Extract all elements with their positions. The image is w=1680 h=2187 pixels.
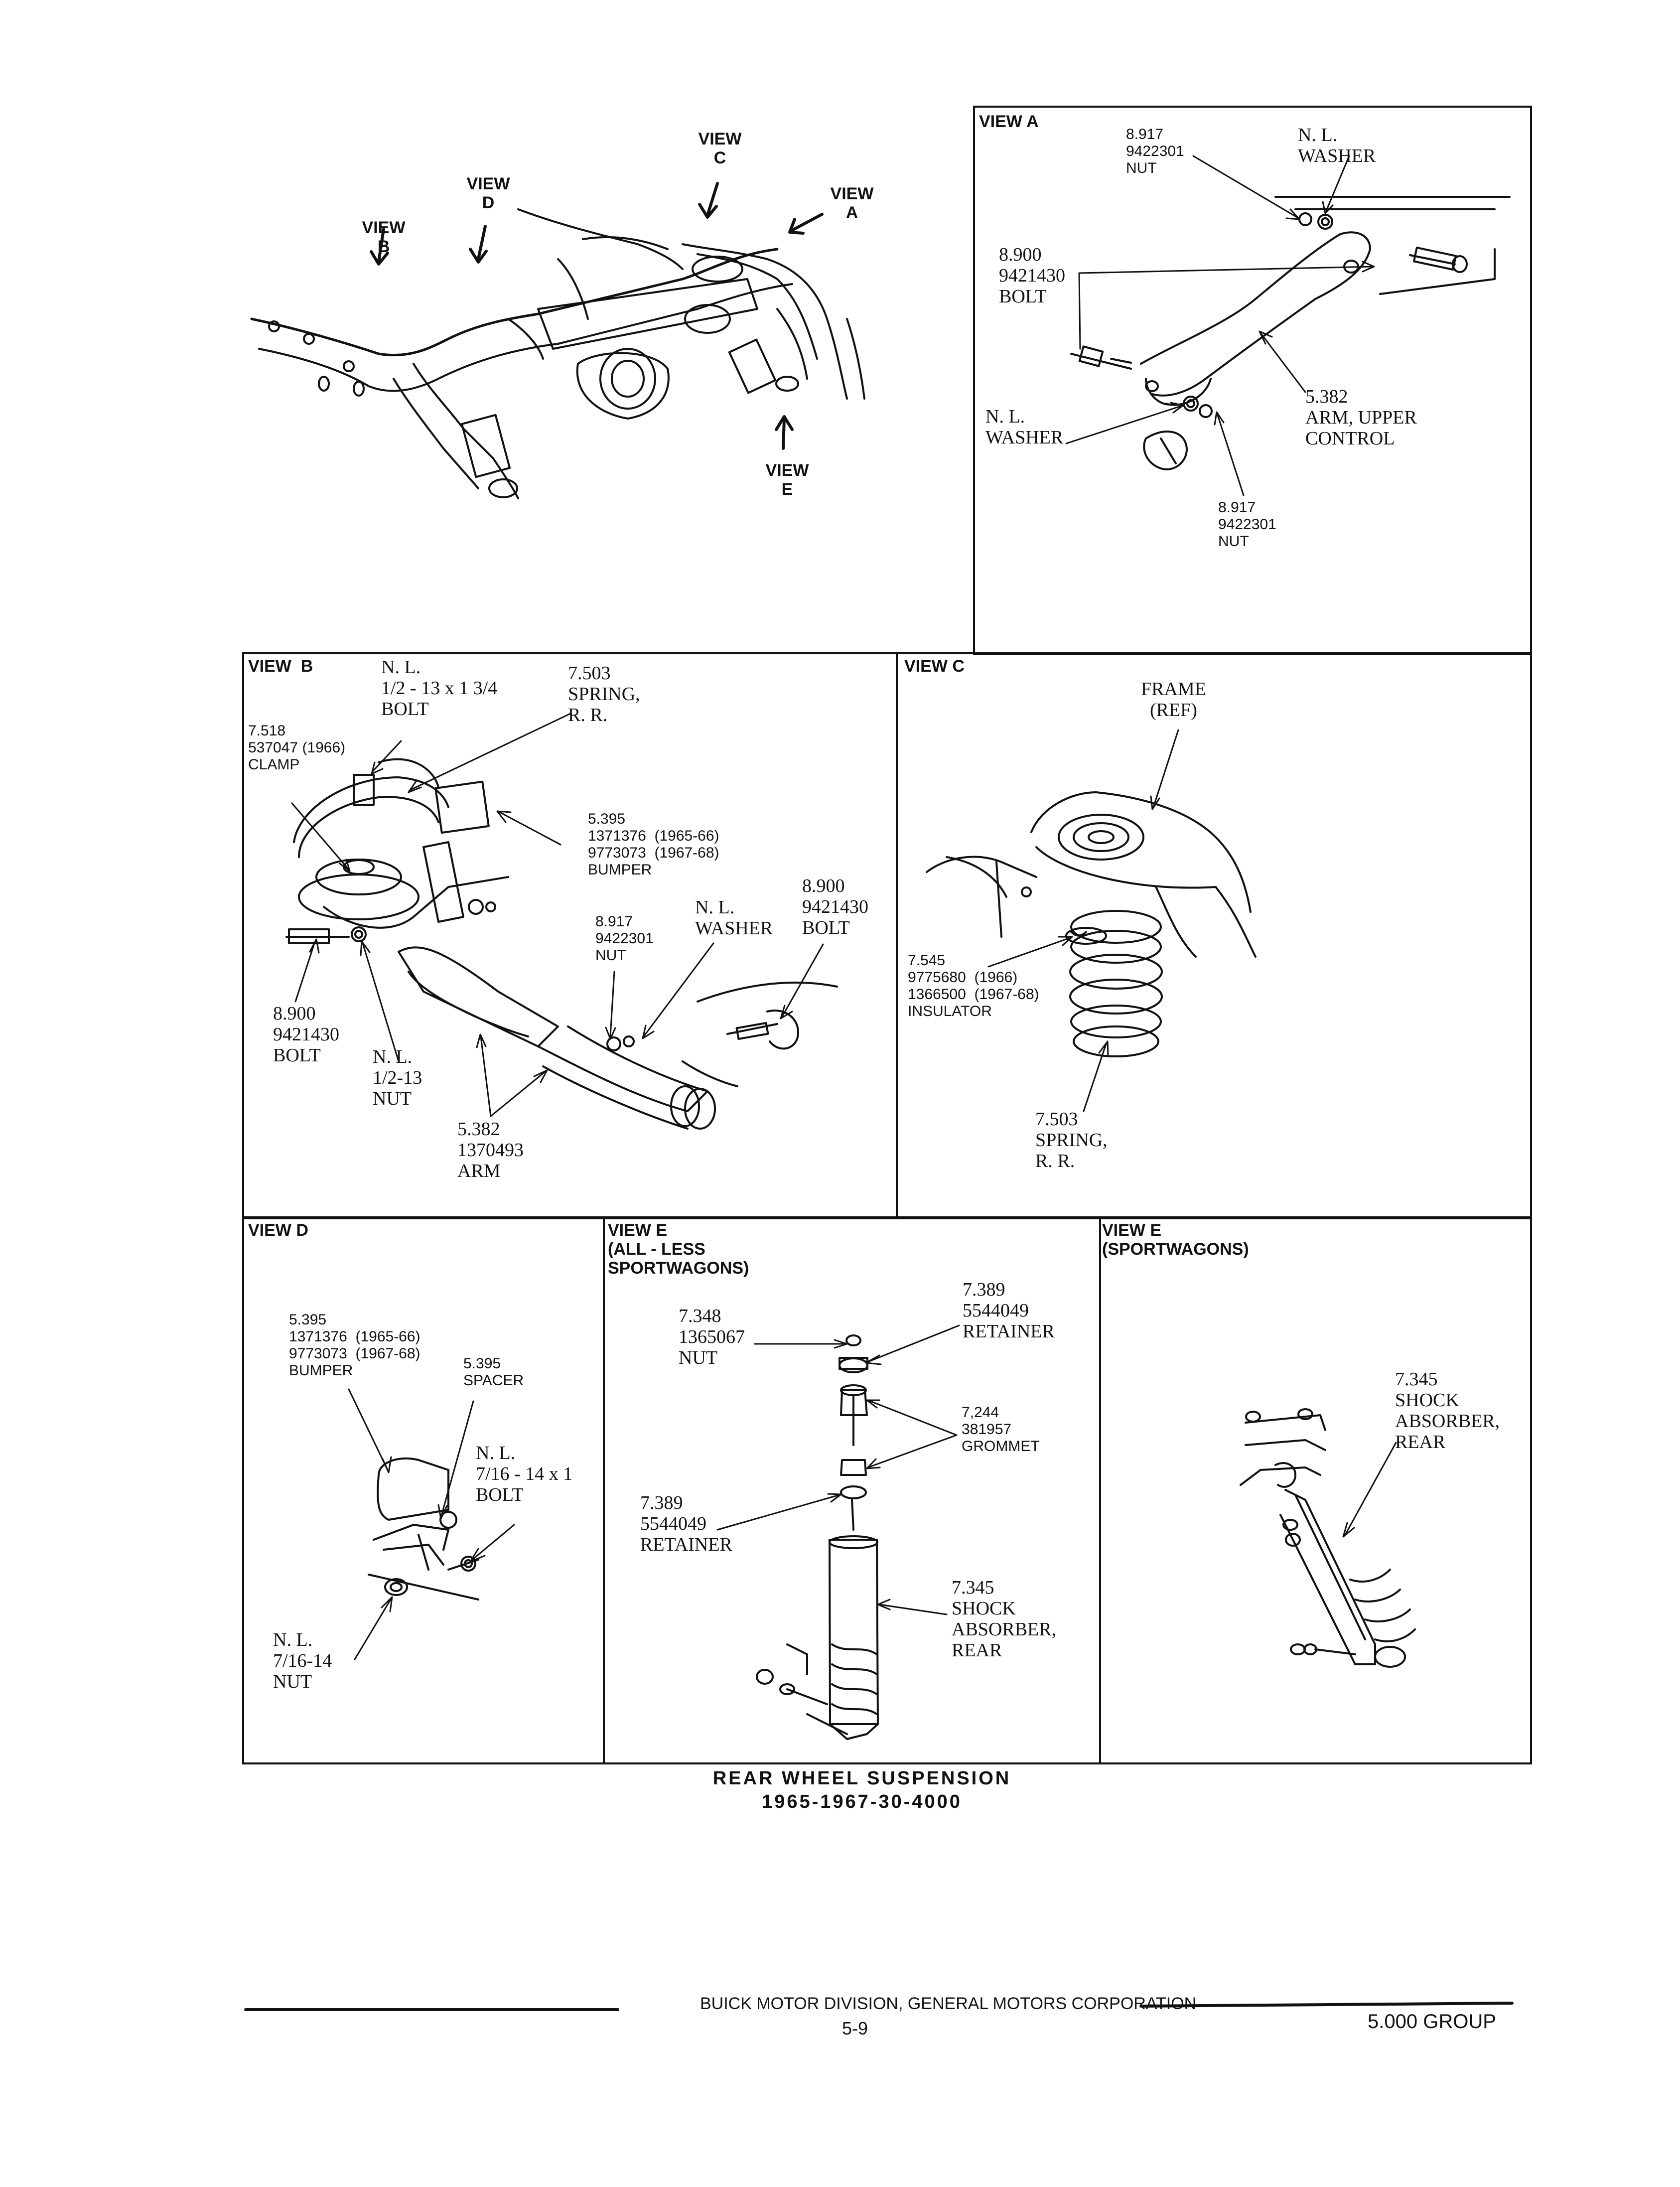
view-a-arm-label: 5.382 ARM, UPPER CONTROL [1305, 386, 1417, 449]
view-a-bolt-label: 8.900 9421430 BOLT [999, 244, 1065, 307]
view-e-standard-shock-label: 7.345 SHOCK ABSORBER, REAR [952, 1577, 1057, 1661]
view-b-nut-left-label: N. L. 1/2-13 NUT [373, 1046, 422, 1109]
panel-view-a [973, 106, 1532, 655]
view-c-title: VIEW C [904, 657, 965, 676]
view-b-spring-label: 7.503 SPRING, R. R. [568, 663, 640, 726]
footer-group: 5.000 GROUP [1368, 2011, 1496, 2033]
footer-rules [244, 2002, 1514, 2011]
view-a-leaders [1065, 155, 1375, 496]
view-a-nut-top-label: 8.917 9422301 NUT [1126, 126, 1184, 176]
view-a-washer-bottom-label: N. L. WASHER [985, 406, 1064, 448]
view-b-bumper-label: 5.395 1371376 (1965-66) 9773073 (1967-68… [588, 811, 719, 878]
footer-company: BUICK MOTOR DIVISION, GENERAL MOTORS COR… [700, 1994, 1197, 2013]
view-d-nut-label: N. L. 7/16-14 NUT [273, 1629, 332, 1692]
view-c-spring-label: 7.503 SPRING, R. R. [1035, 1109, 1108, 1171]
view-e-sportwagons-leaders [1342, 1442, 1397, 1538]
overview-label-view-c: VIEW C [698, 130, 742, 167]
view-e-standard-retainer-mid-label: 7.389 5544049 RETAINER [640, 1492, 732, 1555]
view-e-standard-nut-label: 7.348 1365067 NUT [679, 1306, 745, 1368]
view-b-bolt-right-label: 8.900 9421430 BOLT [802, 875, 868, 938]
view-a-washer-top-label: N. L. WASHER [1298, 125, 1376, 166]
view-d-spacer-label: 5.395 SPACER [463, 1355, 524, 1389]
overview-label-view-d: VIEW D [466, 174, 510, 212]
view-b-washer-label: N. L. WASHER [695, 897, 773, 939]
view-d-title: VIEW D [248, 1221, 308, 1240]
overview-label-view-a: VIEW A [830, 184, 874, 222]
overview-label-view-b: VIEW B [362, 218, 406, 256]
view-b-clamp-label: 7.518 537047 (1966) CLAMP [248, 723, 346, 773]
panel-view-e-sportwagons [1099, 1216, 1532, 1764]
view-b-bolt-left-label: 8.900 9421430 BOLT [273, 1003, 339, 1066]
overview-view-arrows [370, 182, 824, 450]
panel-view-c [896, 652, 1532, 1219]
view-e-sportwagons-title: VIEW E (SPORTWAGONS) [1102, 1221, 1249, 1259]
view-c-leaders [987, 729, 1179, 1112]
footer-page-number: 5-9 [842, 2018, 868, 2039]
figure-caption-title: REAR WHEEL SUSPENSION [712, 1768, 1011, 1789]
view-e-standard-grommet-label: 7,244 381957 GROMMET [962, 1404, 1040, 1455]
view-e-sportwagons-drawing [1240, 1408, 1416, 1668]
view-b-bolt-top-label: N. L. 1/2 - 13 x 1 3/4 BOLT [381, 657, 498, 720]
view-e-standard-title: VIEW E (ALL - LESS SPORTWAGONS) [608, 1221, 749, 1278]
view-b-drawing [285, 758, 838, 1130]
view-c-frame-label: FRAME (REF) [1141, 679, 1206, 721]
view-e-standard-retainer-top-label: 7.389 5544049 RETAINER [963, 1279, 1055, 1342]
view-e-standard-leaders [716, 1324, 960, 1615]
overview-label-view-e: VIEW E [765, 461, 809, 499]
view-e-standard-drawing [756, 1334, 879, 1740]
view-e-sportwagons-shock-label: 7.345 SHOCK ABSORBER, REAR [1395, 1369, 1500, 1453]
view-c-drawing [926, 791, 1257, 1057]
view-c-insulator-label: 7.545 9775680 (1966) 1366500 (1967-68) I… [908, 952, 1039, 1020]
view-a-drawing [1070, 196, 1511, 470]
view-b-leaders [291, 713, 824, 1117]
figure-caption-code: 1965-1967-30-4000 [762, 1791, 962, 1812]
view-d-leaders [348, 1388, 515, 1660]
view-d-bolt-label: N. L. 7/16 - 14 x 1 BOLT [476, 1443, 573, 1505]
view-b-nut-mid-label: 8.917 9422301 NUT [595, 913, 654, 964]
view-d-bumper-label: 5.395 1371376 (1965-66) 9773073 (1967-68… [289, 1312, 420, 1379]
overview-chassis-drawing [250, 208, 865, 499]
view-a-nut-bottom-label: 8.917 9422301 NUT [1218, 499, 1276, 550]
view-b-arm-label: 5.382 1370493 ARM [457, 1119, 524, 1181]
view-d-drawing [368, 1457, 479, 1601]
view-b-title: VIEW B [248, 657, 313, 676]
view-a-title: VIEW A [979, 112, 1039, 131]
